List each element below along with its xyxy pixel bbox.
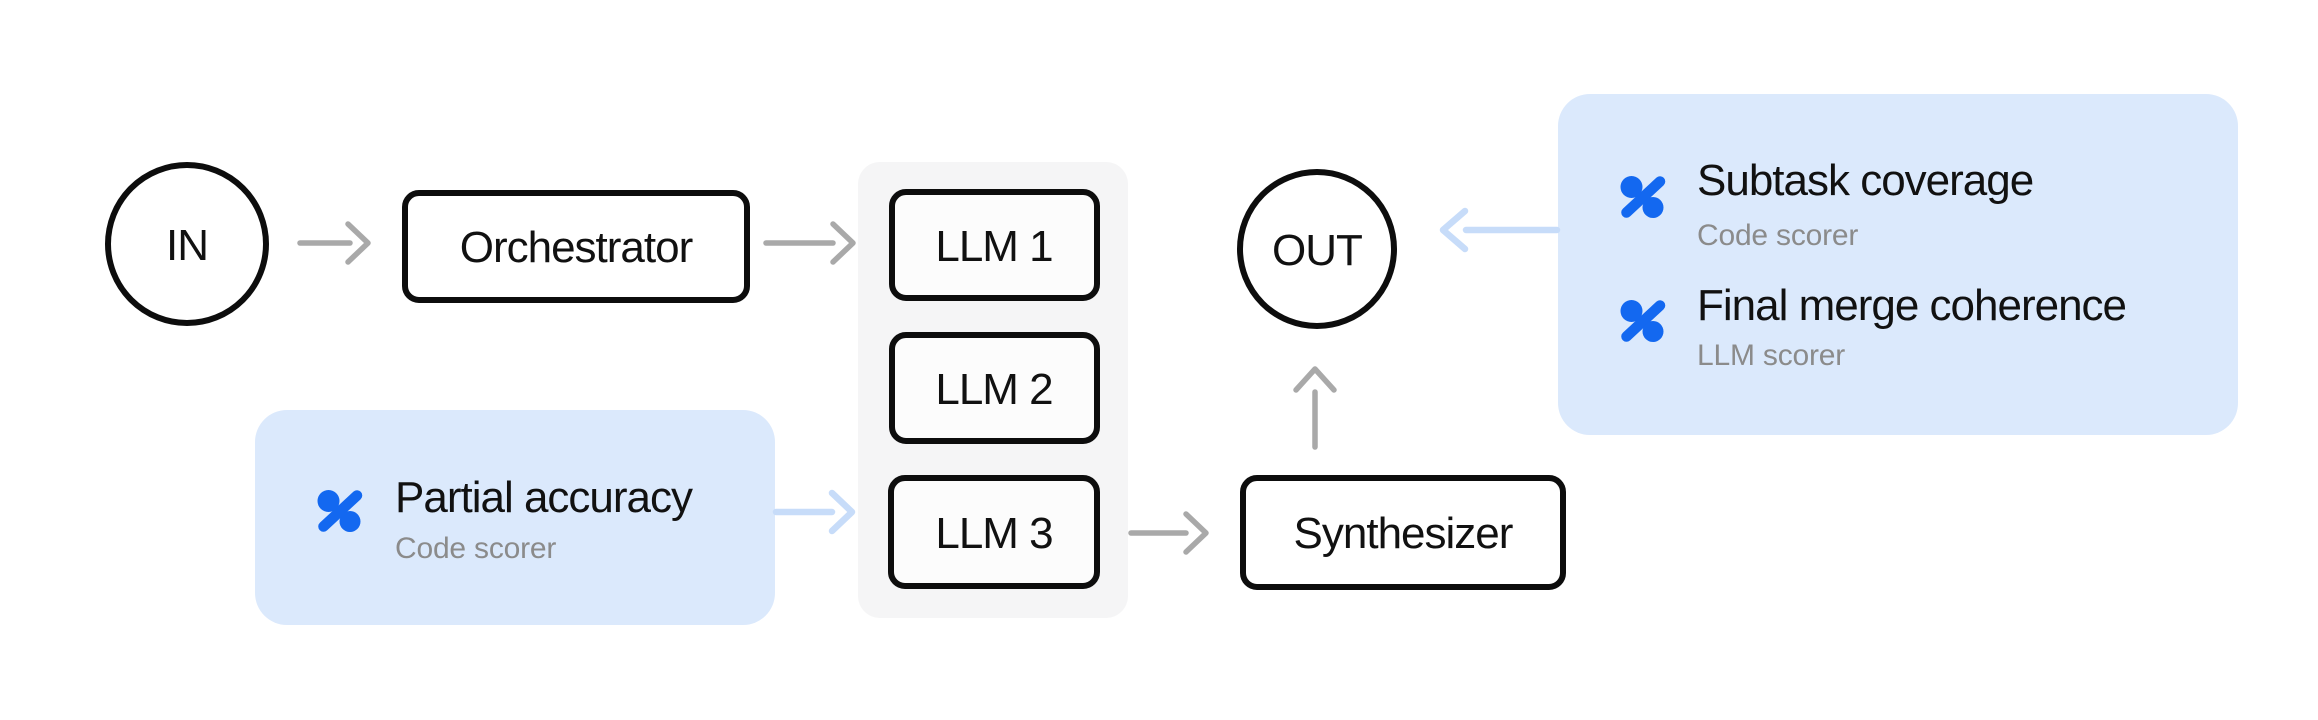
- scorer-subtitle-merge: LLM scorer: [1697, 339, 1845, 372]
- scorer-card-partial-accuracy: Partial accuracy Code scorer: [255, 410, 775, 625]
- scorer-title-partial: Partial accuracy: [395, 473, 693, 522]
- node-orchestrator-label: Orchestrator: [460, 223, 693, 272]
- scorer-card-output-bg: [1558, 94, 2238, 435]
- node-llm2: LLM 2: [889, 332, 1100, 444]
- node-in: IN: [105, 162, 269, 326]
- scorer-card-output: Subtask coverage Code scorer Final merge…: [1558, 94, 2238, 435]
- scorer-title-merge: Final merge coherence: [1697, 281, 2126, 330]
- node-llm3: LLM 3: [888, 475, 1100, 589]
- scorer-card-partial-bg: [255, 410, 775, 625]
- arrow-synthesizer-to-out: [1293, 366, 1337, 450]
- node-synthesizer-box: [1240, 475, 1566, 590]
- node-out: OUT: [1237, 169, 1397, 329]
- node-llm1-box: [889, 189, 1100, 301]
- arrow-orchestrator-to-llms: [763, 221, 856, 265]
- node-llm1-label: LLM 1: [935, 222, 1052, 271]
- scorer-subtitle-subtask: Code scorer: [1697, 219, 1858, 252]
- node-orchestrator-box: [402, 190, 750, 303]
- connector-partial-to-llm3: [772, 489, 856, 535]
- arrow-llm3-to-synthesizer: [1128, 511, 1209, 555]
- arrow-in-to-orchestrator: [297, 221, 371, 265]
- connector-scorers-to-out: [1439, 207, 1561, 253]
- node-llm3-label: LLM 3: [935, 509, 1052, 558]
- node-in-label: IN: [166, 221, 208, 270]
- scorer-subtitle-partial: Code scorer: [395, 532, 556, 565]
- node-synthesizer-label: Synthesizer: [1294, 509, 1513, 558]
- node-out-label: OUT: [1272, 226, 1362, 275]
- scorer-title-subtask: Subtask coverage: [1697, 156, 2033, 205]
- node-synthesizer: Synthesizer: [1240, 475, 1566, 590]
- node-orchestrator: Orchestrator: [402, 190, 750, 303]
- node-out-circle: [1237, 169, 1397, 329]
- node-llm1: LLM 1: [889, 189, 1100, 301]
- node-llm2-box: [889, 332, 1100, 444]
- node-llm2-label: LLM 2: [935, 365, 1052, 414]
- node-llm3-box: [888, 475, 1100, 589]
- node-in-circle: [105, 162, 269, 326]
